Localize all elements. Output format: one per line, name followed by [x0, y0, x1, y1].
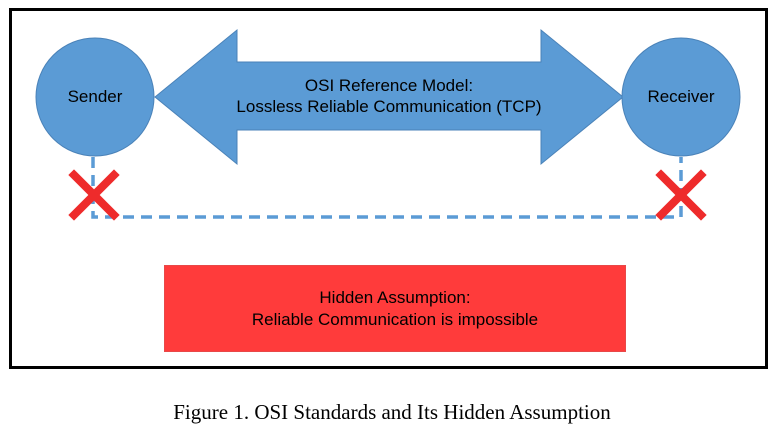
figure-caption: Figure 1. OSI Standards and Its Hidden A… [173, 400, 611, 424]
sender-label: Sender [67, 87, 123, 106]
arrow-label-line2: Lossless Reliable Communication (TCP) [236, 97, 542, 116]
arrow-label-line1: OSI Reference Model: [304, 76, 474, 95]
hidden-assumption-line2: Reliable Communication is impossible [251, 309, 539, 329]
cross-mark-right-icon [655, 169, 707, 221]
cross-mark-left-icon [68, 169, 120, 221]
dashed-link [91, 157, 683, 219]
receiver-label: Receiver [647, 87, 715, 106]
hidden-assumption-line1: Hidden Assumption: [319, 287, 471, 307]
hidden-assumption-box: Hidden Assumption: Reliable Communicatio… [164, 265, 626, 352]
arrow-label: OSI Reference Model: Lossless Reliable C… [189, 75, 589, 117]
receiver-node [621, 37, 741, 157]
sender-node [35, 37, 155, 157]
